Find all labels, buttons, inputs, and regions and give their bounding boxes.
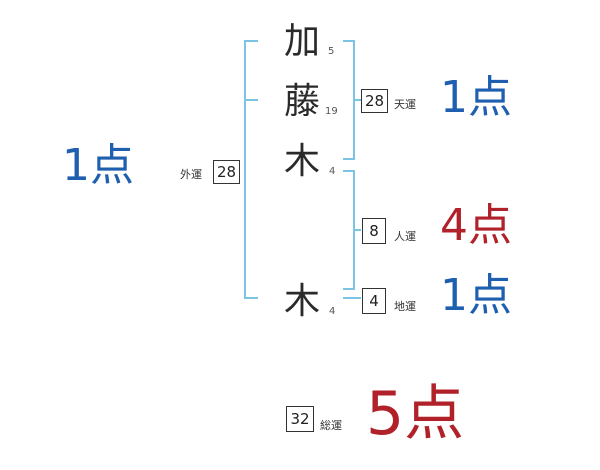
gaiun-label: 外運 xyxy=(180,168,202,181)
tenun-bracket-top xyxy=(343,40,355,42)
tenun-bracket-bottom xyxy=(343,158,355,160)
outer-bracket-top xyxy=(244,40,258,42)
chiun-label: 地運 xyxy=(394,300,416,313)
name-char-2-strokes: 19 xyxy=(325,106,338,117)
chiun-connector xyxy=(343,297,361,299)
name-char-4-strokes: 4 xyxy=(329,306,336,317)
tenun-value-box: 28 xyxy=(361,89,388,113)
gaiun-value-box: 28 xyxy=(213,160,240,184)
souun-label: 総運 xyxy=(320,419,342,432)
jinun-bracket-bottom xyxy=(343,288,355,290)
outer-bracket-mid xyxy=(244,99,258,101)
jinun-score: 4点 xyxy=(440,200,512,251)
jinun-bracket-connector xyxy=(353,229,361,231)
name-char-3: 木 xyxy=(283,141,320,182)
name-char-3-strokes: 4 xyxy=(329,166,336,177)
jinun-label: 人運 xyxy=(394,230,416,243)
jinun-bracket-top xyxy=(343,170,355,172)
tenun-label: 天運 xyxy=(394,98,416,111)
tenun-bracket-connector xyxy=(353,99,361,101)
chiun-value-box: 4 xyxy=(362,288,386,314)
jinun-value-box: 8 xyxy=(362,218,386,244)
gaiun-score: 1点 xyxy=(62,140,134,191)
name-char-4: 木 xyxy=(283,281,320,322)
tenun-score: 1点 xyxy=(440,72,512,123)
outer-bracket-bottom xyxy=(244,297,258,299)
name-char-1-strokes: 5 xyxy=(328,46,335,57)
chiun-score: 1点 xyxy=(440,270,512,321)
souun-value-box: 32 xyxy=(286,406,314,432)
name-char-2: 藤 xyxy=(283,81,320,122)
name-char-1: 加 xyxy=(283,21,320,62)
souun-score: 5点 xyxy=(366,379,465,449)
outer-bracket-vertical xyxy=(244,40,246,299)
